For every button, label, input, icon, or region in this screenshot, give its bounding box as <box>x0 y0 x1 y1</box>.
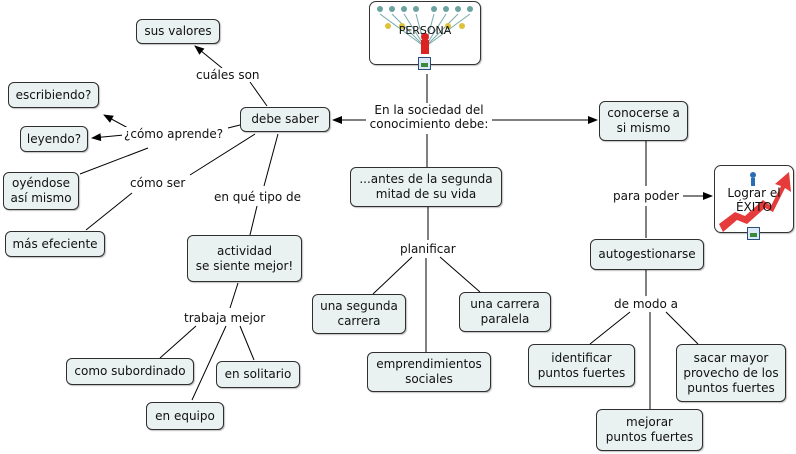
node-leyendo[interactable]: leyendo? <box>20 126 88 152</box>
success-arrow-icon <box>719 172 791 232</box>
node-oyendose[interactable]: oyéndose así mismo <box>3 172 79 210</box>
node-como-subordinado[interactable]: como subordinado <box>66 358 194 385</box>
link-como-ser[interactable]: cómo ser <box>128 176 188 190</box>
node-actividad[interactable]: actividad se siente mejor! <box>187 235 302 282</box>
exito-caption: Lograr el ÉXITO <box>727 186 781 214</box>
link-en-que-tipo[interactable]: en qué tipo de <box>212 190 304 204</box>
persona-caption: PERSONA <box>398 24 452 37</box>
node-debe-saber[interactable]: debe saber <box>240 107 330 132</box>
node-sacar[interactable]: sacar mayor provecho de los puntos fuert… <box>676 344 786 402</box>
link-cuales-son[interactable]: cuáles son <box>194 68 262 82</box>
link-como-aprende[interactable]: ¿cómo aprende? <box>122 127 226 141</box>
link-trabaja-mejor[interactable]: trabaja mejor <box>182 311 268 325</box>
node-escribiendo[interactable]: escribiendo? <box>8 82 99 108</box>
persona-thumbnail-icon[interactable] <box>418 57 431 70</box>
link-planificar[interactable]: planificar <box>398 242 458 256</box>
node-autogestionarse[interactable]: autogestionarse <box>590 239 704 270</box>
node-sus-valores[interactable]: sus valores <box>136 19 220 44</box>
exito-image-node[interactable]: Lograr el ÉXITO <box>714 165 794 233</box>
link-para-poder[interactable]: para poder <box>611 189 681 203</box>
people-network-icon <box>377 6 473 54</box>
node-carrera-paralela[interactable]: una carrera paralela <box>459 292 551 332</box>
node-mas-eficiente[interactable]: más efeciente <box>5 231 105 257</box>
node-antes[interactable]: ...antes de la segunda mitad de su vida <box>350 167 502 207</box>
center-concept[interactable]: En la sociedad del conocimiento debe: <box>366 103 492 131</box>
node-identificar[interactable]: identificar puntos fuertes <box>528 344 635 387</box>
node-en-equipo[interactable]: en equipo <box>146 402 224 430</box>
node-mejorar[interactable]: mejorar puntos fuertes <box>596 409 703 451</box>
persona-image-node[interactable]: PERSONA <box>369 1 481 65</box>
node-en-solitario[interactable]: en solitario <box>216 361 300 388</box>
node-emprendimientos[interactable]: emprendimientos sociales <box>367 352 491 392</box>
node-conocerse[interactable]: conocerse a si mismo <box>599 101 688 141</box>
node-segunda-carrera[interactable]: una segunda carrera <box>312 294 406 334</box>
exito-thumbnail-icon[interactable] <box>747 227 760 240</box>
link-de-modo-a[interactable]: de modo a <box>612 297 680 311</box>
